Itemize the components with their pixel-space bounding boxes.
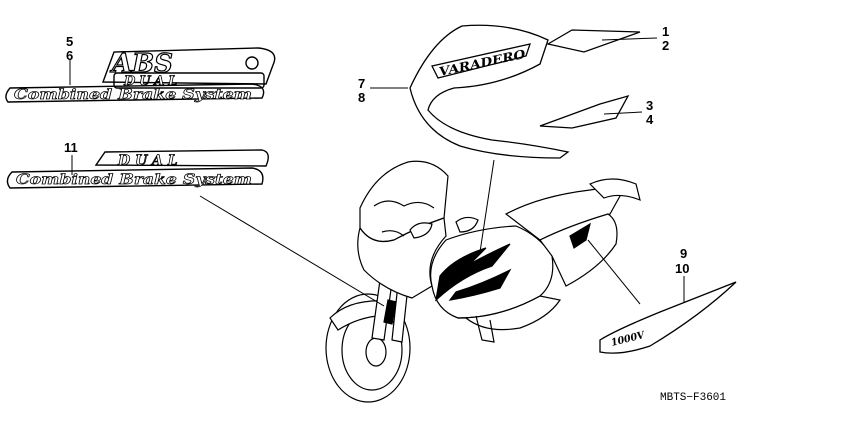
dual-cbs-emblem: DUAL Combined Brake System: [6, 149, 269, 189]
mirror-right: [455, 216, 479, 233]
side-decal: 1000V: [599, 281, 737, 354]
luggage-rack: [588, 178, 641, 201]
front-fairing: [357, 217, 447, 299]
cbs-top-frame: [5, 83, 265, 103]
front-wheel-outer: [325, 293, 411, 403]
rear-cowl: [539, 213, 618, 287]
mirror-left: [409, 222, 433, 239]
dual-bottom-frame: [94, 149, 269, 167]
callout-5: 5: [66, 34, 73, 49]
exhaust-front: [475, 315, 495, 343]
callout-3: 3: [646, 98, 653, 113]
callout-7: 7: [358, 76, 365, 91]
cbs-bottom-text: Combined Brake System: [16, 172, 252, 188]
callout-4: 4: [646, 112, 654, 127]
leader-1-2: [601, 37, 658, 41]
varadero-band: [431, 43, 531, 79]
stripe-3-4: [539, 94, 630, 129]
callout-9: 9: [680, 246, 687, 261]
side-decal-shape: [599, 281, 737, 354]
windscreen-line: [373, 200, 435, 209]
tank-stripe-main: [409, 24, 570, 159]
abs-outline: [102, 47, 276, 85]
headlight-line: [381, 230, 405, 237]
tank-decal-black: [435, 243, 511, 302]
leader-tank-stripe: [479, 159, 495, 253]
figure-code: MBTS−F3601: [660, 392, 726, 404]
engine-lower: [457, 295, 561, 331]
callout-8: 8: [358, 90, 365, 105]
callout-11: 11: [64, 140, 78, 155]
leader-11-to-fork: [199, 195, 385, 307]
tank-stripe-set: VARADERO: [409, 24, 641, 159]
callout-10: 10: [675, 261, 689, 276]
abs-text: ABS: [109, 49, 173, 79]
cbs-bottom-frame: [6, 167, 264, 189]
dual-bottom-text: DUAL: [117, 153, 183, 169]
stripe-1-2: [546, 29, 641, 53]
motorcycle-illustration: [325, 160, 641, 403]
cbs-top-text: Combined Brake System: [14, 87, 252, 103]
callout-1: 1: [662, 24, 669, 39]
tank-decal-lower: [448, 268, 512, 301]
leader-3-4: [603, 111, 643, 115]
abs-circle-mark: [245, 56, 259, 70]
front-hub: [365, 337, 387, 367]
fork-sticker: [383, 299, 397, 325]
dual-top-frame: [113, 72, 265, 89]
abs-dual-cbs-emblem: ABS DUAL Combined Brake System: [5, 47, 276, 103]
callout-6: 6: [66, 48, 73, 63]
rear-cowl-decal: [569, 222, 591, 249]
callout-2: 2: [662, 38, 669, 53]
leader-side-decal: [587, 239, 641, 305]
